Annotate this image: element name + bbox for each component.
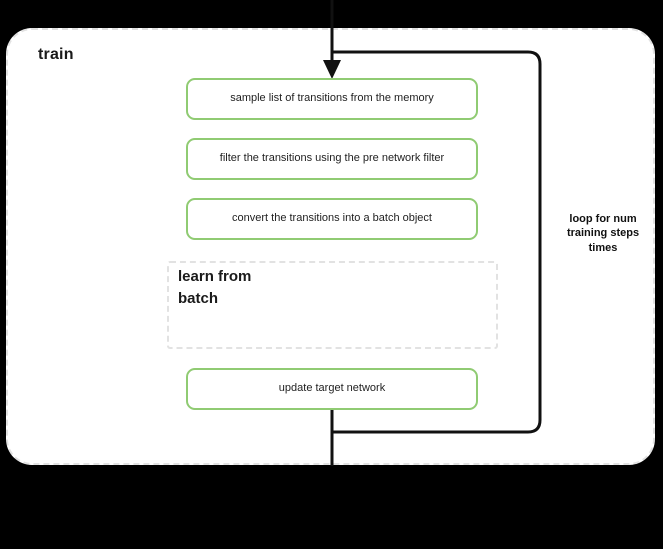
step-box-update-target[interactable]: update target network: [186, 368, 478, 410]
subgroup-title-line-1: learn from: [178, 268, 252, 285]
loop-label: loop for num training steps times: [548, 212, 658, 255]
subgroup-title-learn-from-batch: learn from batch: [178, 266, 328, 310]
loop-label-line-2: training steps: [566, 227, 640, 240]
loop-label-line-3: times: [588, 241, 618, 254]
subgroup-title-line-2: batch: [178, 289, 219, 307]
step-box-convert-batch[interactable]: convert the transitions into a batch obj…: [186, 198, 478, 240]
panel-title: train: [38, 46, 74, 63]
step-label-sample-transitions: sample list of transitions from the memo…: [230, 92, 434, 105]
step-box-sample-transitions[interactable]: sample list of transitions from the memo…: [186, 78, 478, 120]
loop-return-path: [332, 50, 542, 434]
entry-arrowhead: [323, 60, 341, 79]
subgroup-learn-from-batch[interactable]: [167, 261, 498, 349]
step-label-filter-transitions: filter the transitions using the pre net…: [219, 152, 445, 165]
loop-label-line-1: loop for num: [569, 213, 637, 225]
step-label-convert-batch: convert the transitions into a batch obj…: [232, 212, 432, 225]
step-label-update-target: update target network: [278, 382, 386, 395]
step-box-filter-transitions[interactable]: filter the transitions using the pre net…: [186, 138, 478, 180]
